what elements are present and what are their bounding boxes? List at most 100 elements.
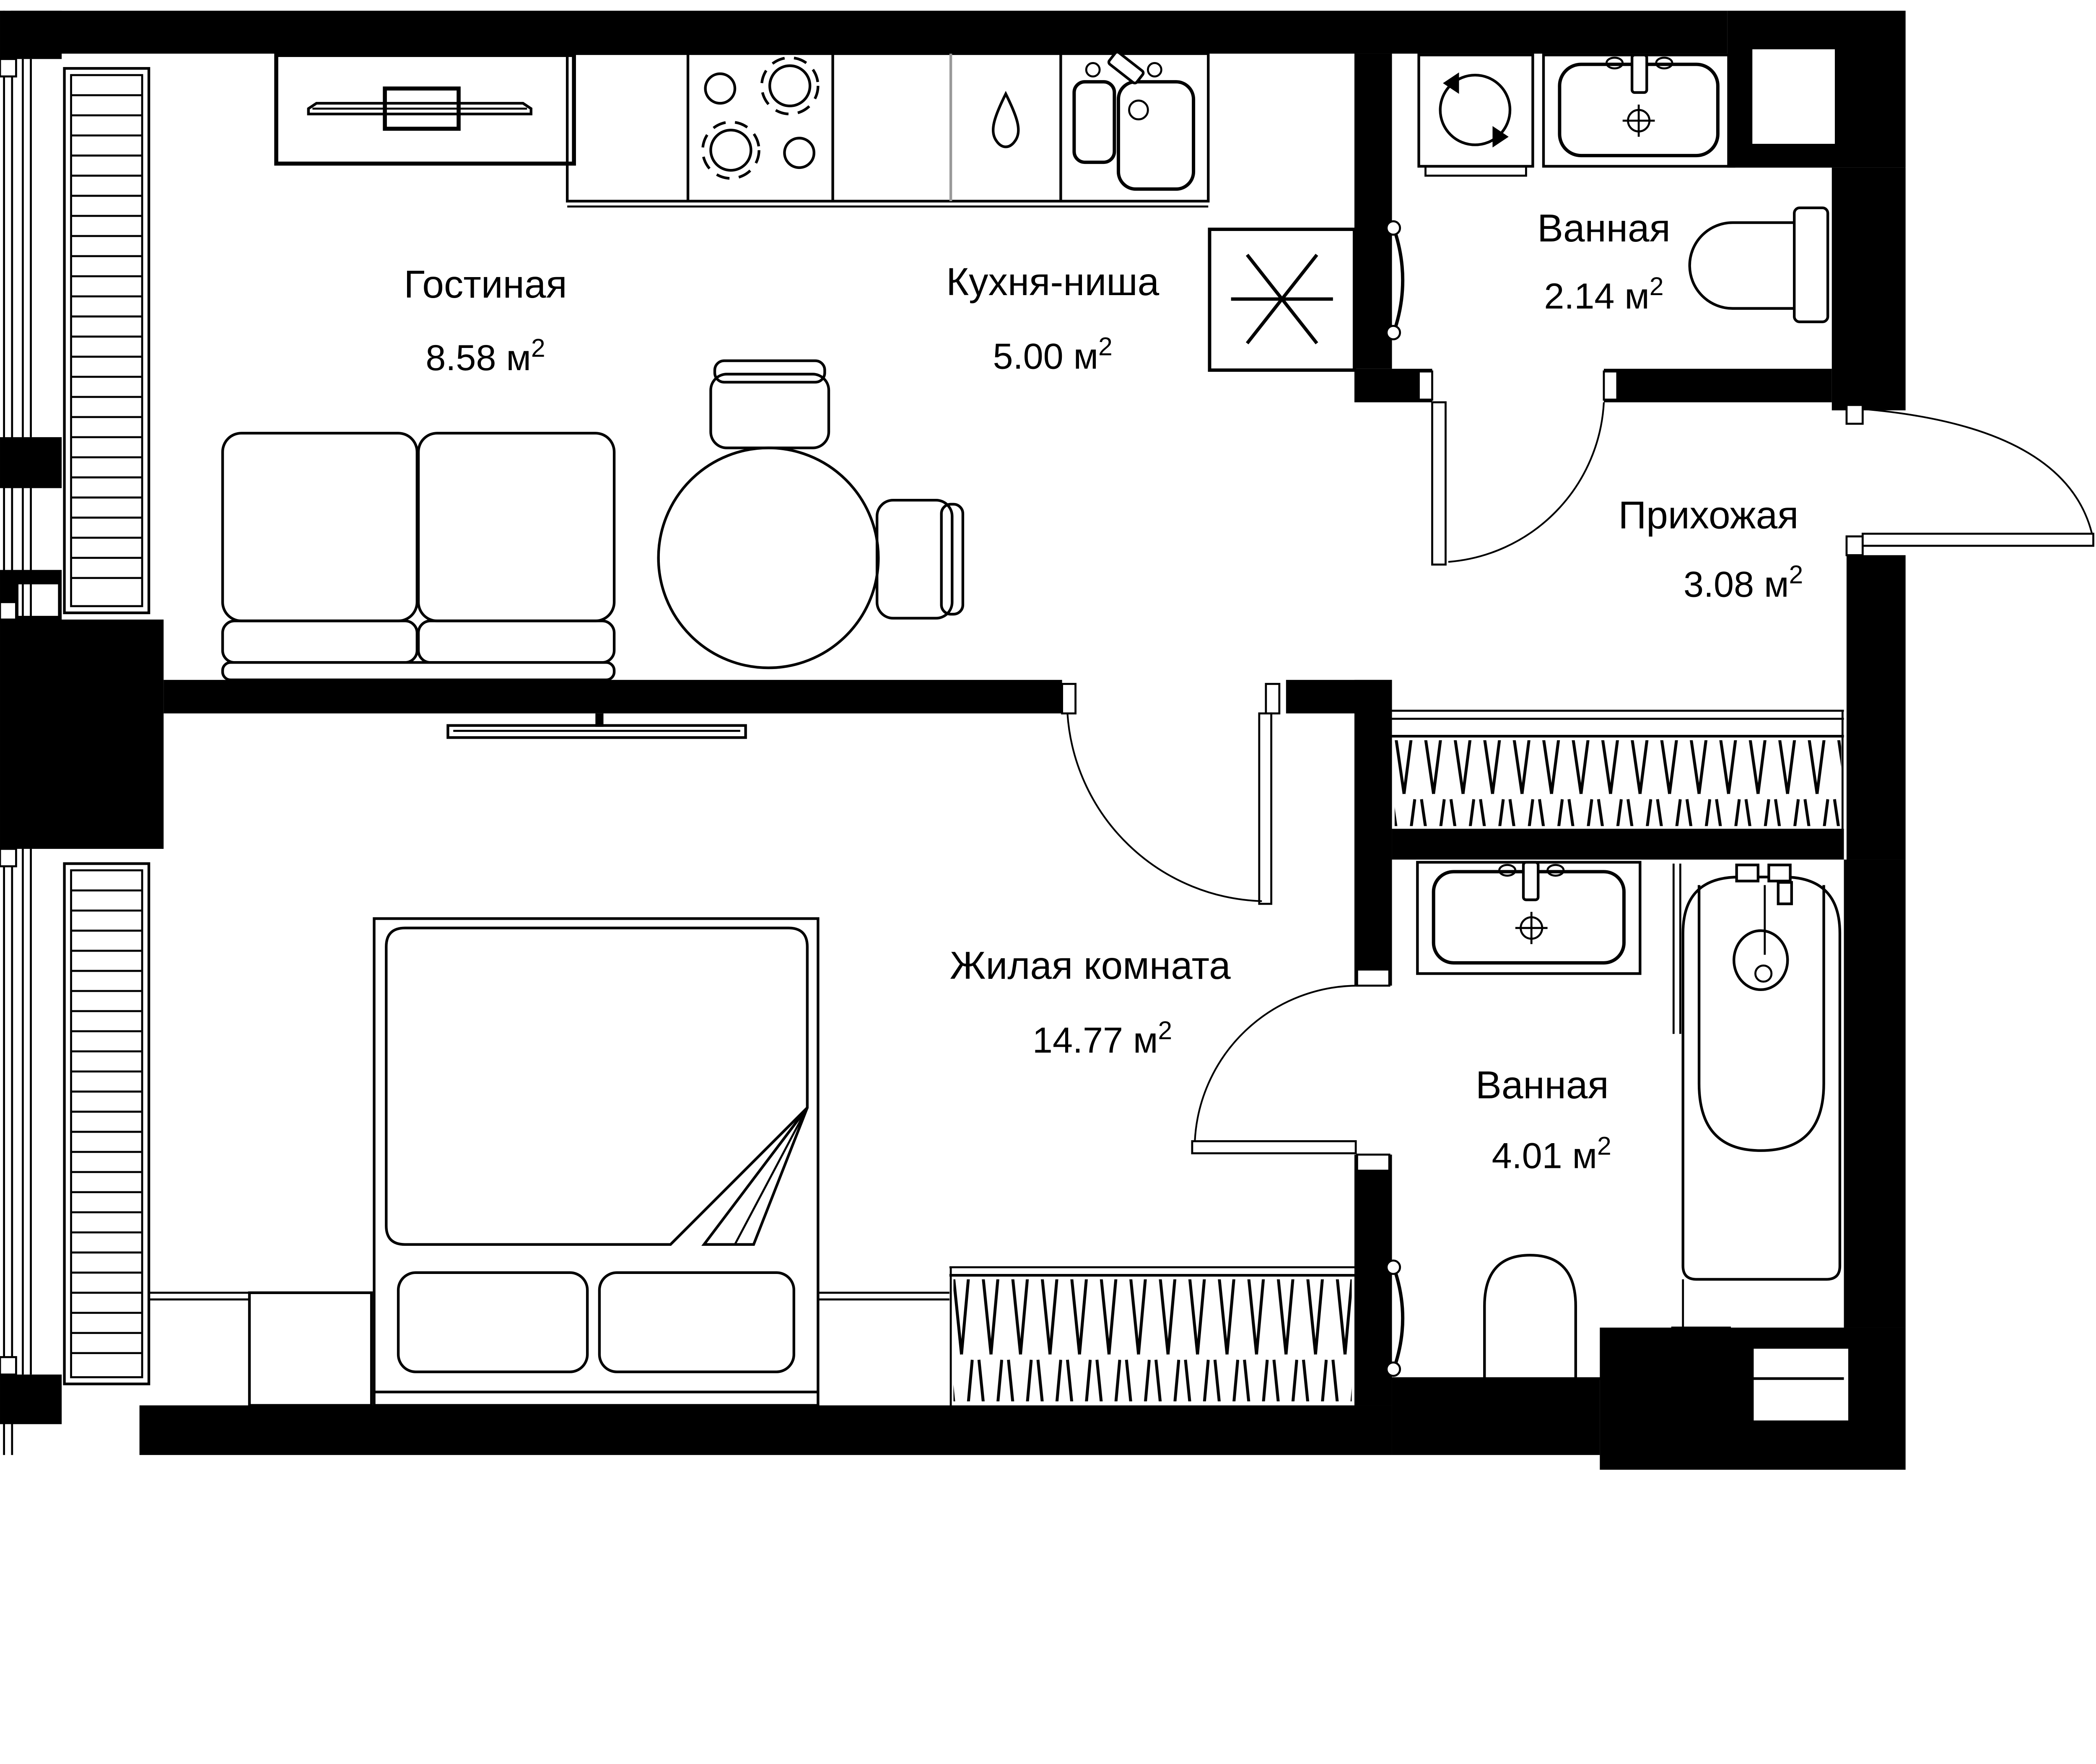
door-swing-arc: [1194, 985, 1359, 1141]
wardrobe-hallway: [1392, 710, 1844, 829]
bed: [373, 917, 820, 1407]
tv-unit: [446, 713, 747, 739]
radiator-outline: [63, 67, 150, 615]
door-jamb: [1061, 683, 1077, 715]
shaft-star-icon: [1231, 254, 1333, 345]
wall-top: [10, 10, 1728, 54]
wardrobe-hatch: [953, 1279, 1352, 1401]
label-hallway-area: 3.08 м2: [1684, 560, 1803, 605]
label-kitchen-area: 5.00 м2: [993, 332, 1113, 377]
label-living-name: Гостиная: [404, 262, 567, 306]
wall-niche-bottom-right: [1751, 1346, 1850, 1423]
wall-kitchen-bath1: [1354, 53, 1392, 369]
tv-mount: [595, 713, 604, 727]
wall-left-pier: [0, 437, 62, 488]
towel-rail-end: [1385, 1259, 1401, 1275]
faucet-handle: [1085, 62, 1101, 78]
wardrobe-hatch: [1394, 740, 1842, 826]
faucet-icon: [1107, 51, 1145, 85]
ledge-line: [149, 1292, 949, 1301]
kitchen-sink: [1072, 51, 1196, 191]
tub-faucet: [1767, 864, 1792, 882]
towel-rail-end: [1385, 1361, 1401, 1377]
drain-cross: [1622, 104, 1655, 137]
radiator-outline: [63, 862, 150, 1385]
monitor-icon: [307, 102, 532, 116]
wall-left-bottom-corner: [0, 1374, 62, 1424]
towel-rail-end: [1385, 324, 1401, 340]
burner-small: [704, 72, 737, 105]
bedroom-door: [1061, 683, 1281, 905]
mattress: [385, 926, 809, 1246]
wall-bedroom-bath2-upper: [1354, 680, 1392, 986]
wall-living-bedroom-divider: [163, 680, 1062, 713]
faucet-icon: [1630, 53, 1648, 94]
radiator-top-left: [63, 67, 150, 615]
bath1-sink: [1542, 53, 1735, 168]
wall-left-top-corner: [0, 10, 62, 59]
radiator-bottom-left: [63, 862, 150, 1385]
toilet-top-icon: [1688, 206, 1829, 323]
bathroom-bottom: [1191, 861, 1844, 1380]
toilet-bottom-icon: [1392, 1254, 1844, 1380]
faucet-handle: [1655, 57, 1673, 70]
towel-radiator-top: [1385, 220, 1405, 340]
bed-frame: [373, 917, 820, 1407]
washer-arrow: [1492, 126, 1509, 148]
label-bath2-name: Ванная: [1476, 1063, 1609, 1107]
nightstand: [248, 1291, 373, 1407]
wardrobe-bedroom: [949, 1266, 1354, 1406]
drain-cross: [1515, 912, 1548, 944]
towel-rail-curve: [1393, 230, 1405, 331]
tub-faucet: [1735, 864, 1760, 882]
wall-bath1-bottom-right: [1603, 368, 1832, 402]
faucet-handle: [1546, 864, 1565, 877]
nightstand-outline: [248, 1291, 373, 1407]
vent-shaft: [1208, 228, 1356, 372]
sink-board: [1072, 80, 1116, 164]
burner-ring: [701, 120, 760, 180]
wall-left-mid-block: [0, 619, 164, 849]
window-tick: [0, 601, 17, 621]
toilet-bowl: [1483, 1254, 1577, 1379]
entry-door: [1845, 404, 2094, 556]
pillow-left: [397, 1271, 589, 1373]
sofa: [221, 432, 616, 682]
faucet-handle: [1147, 62, 1162, 78]
tv-bar: [446, 724, 747, 739]
washer-base: [1424, 166, 1527, 177]
door-jamb: [1603, 370, 1619, 401]
wall-right-upper: [1831, 167, 1906, 410]
washer-drum: [1439, 73, 1512, 146]
blanket-fold-line: [734, 1107, 808, 1245]
toilet-bowl: [1688, 221, 1795, 310]
door-jamb: [1265, 683, 1281, 715]
radiator-inner: [70, 869, 143, 1378]
radiator-fins: [71, 94, 143, 579]
label-bath1-area: 2.14 м2: [1544, 272, 1663, 316]
floor-plan: Гостиная 8.58 м2 Кухня-ниша 5.00 м2 Ванн…: [0, 10, 2094, 1470]
burner-large: [709, 129, 752, 172]
washer-body: [1417, 53, 1534, 168]
stove-icon: [701, 56, 820, 180]
bath2-door: [1191, 968, 1390, 1172]
radiator-fins: [71, 889, 143, 1354]
kitchen-units-outline: [566, 52, 1210, 203]
faucet-handle: [1498, 864, 1517, 877]
door-leaf: [1258, 712, 1273, 905]
door-swing-arc: [1066, 713, 1262, 902]
dishwasher-drop-icon: [991, 91, 1020, 148]
sofa-front-rail: [221, 661, 616, 682]
window-tick: [0, 1356, 17, 1376]
door-jamb: [1845, 535, 1864, 556]
desk-outline: [274, 53, 576, 166]
room-labels: Гостиная 8.58 м2 Кухня-ниша 5.00 м2 Ванн…: [404, 206, 1803, 1176]
bedroom-ledge-lines: [149, 1292, 949, 1301]
wall-bath2-top: [1392, 828, 1844, 860]
door-jamb: [1418, 370, 1433, 401]
label-bath2-area: 4.01 м2: [1492, 1131, 1611, 1176]
burner-ring: [760, 56, 820, 116]
bath1-door: [1418, 370, 1619, 566]
shower-head-center: [1754, 964, 1773, 983]
chair-top-back: [713, 359, 826, 384]
